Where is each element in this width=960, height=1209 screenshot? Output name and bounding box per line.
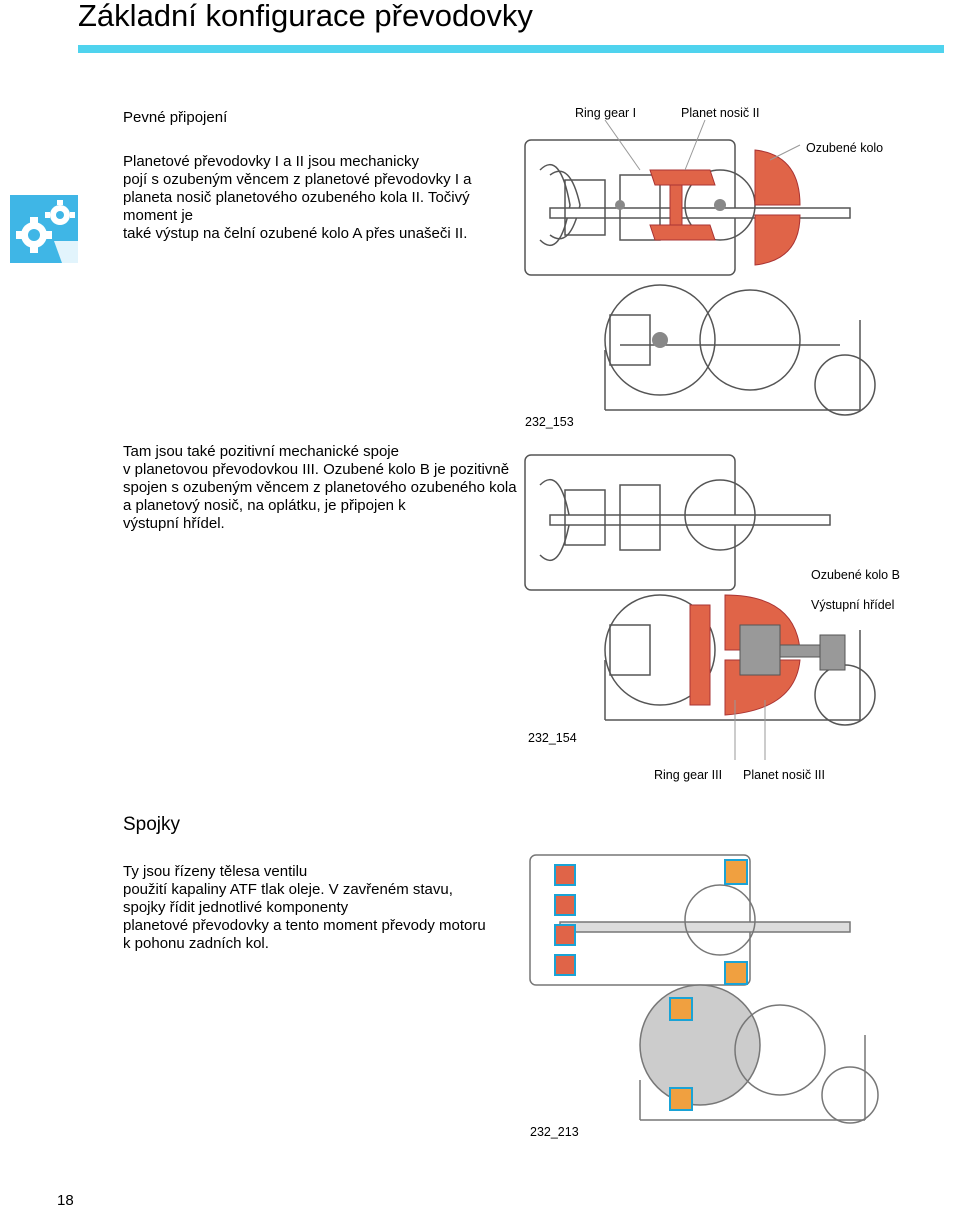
figure-label-output-shaft: Výstupní hřídel bbox=[811, 598, 895, 612]
gear-logo-icon bbox=[10, 195, 78, 263]
section1-paragraph: Planetové převodovky I a II jsou mechani… bbox=[123, 153, 543, 243]
paragraph-line: výstupní hřídel. bbox=[123, 515, 225, 532]
figure-code: 232_213 bbox=[530, 1125, 579, 1139]
gearbox-diagram-fig-232-213 bbox=[529, 854, 879, 1124]
figure-code: 232_154 bbox=[528, 731, 577, 745]
paragraph-line: planeta nosič planetového ozubeného kola… bbox=[123, 189, 470, 206]
title-underline-bar bbox=[78, 45, 944, 53]
paragraph-line: spojky řídit jednotlivé komponenty bbox=[123, 899, 349, 916]
paragraph-line: spojen s ozubeným věncem z planetového o… bbox=[123, 479, 517, 496]
section-heading-fixed-connection: Pevné připojení bbox=[123, 109, 228, 126]
figure-label-gear-wheel: Ozubené kolo bbox=[806, 141, 884, 155]
paragraph-line: Planetové převodovky I a II jsou mechani… bbox=[123, 153, 419, 170]
figure-code: 232_153 bbox=[525, 415, 574, 429]
section-heading-clutches: Spojky bbox=[123, 814, 181, 835]
figure-label-ring-gear-3: Ring gear III bbox=[654, 768, 723, 782]
paragraph-line: moment je bbox=[123, 207, 194, 224]
figure-label-planet-carrier-3: Planet nosič III bbox=[743, 768, 825, 782]
figure-label-gear-b: Ozubené kolo B bbox=[811, 568, 900, 582]
paragraph-line: planetové převodovky a tento moment přev… bbox=[123, 917, 486, 934]
paragraph-line: také výstup na čelní ozubené kolo A přes… bbox=[123, 225, 468, 242]
paragraph-line: použití kapaliny ATF tlak oleje. V zavře… bbox=[123, 881, 453, 898]
figure-label-ring-gear-1: Ring gear I bbox=[575, 106, 637, 120]
gearbox-diagram-fig-232-153 bbox=[524, 119, 876, 416]
paragraph-line: k pohonu zadních kol. bbox=[123, 935, 269, 952]
section2-paragraph: Tam jsou také pozitivní mechanické spoje… bbox=[123, 443, 543, 533]
paragraph-line: Ty jsou řízeny tělesa ventilu bbox=[123, 863, 308, 880]
paragraph-line: Tam jsou také pozitivní mechanické spoje bbox=[123, 443, 399, 460]
paragraph-line: v planetovou převodovkou III. Ozubené ko… bbox=[123, 461, 510, 478]
figure-label-planet-carrier-2: Planet nosič II bbox=[681, 106, 760, 120]
page-title: Základní konfigurace převodovky bbox=[78, 0, 533, 33]
paragraph-line: pojí s ozubeným věncem z planetové převo… bbox=[123, 171, 472, 188]
section3-paragraph: Ty jsou řízeny tělesa ventilu použití ka… bbox=[123, 863, 543, 953]
gearbox-diagram-fig-232-154 bbox=[524, 454, 876, 760]
page-number: 18 bbox=[57, 1192, 74, 1209]
paragraph-line: a planetový nosič, na oplátku, je připoj… bbox=[123, 497, 406, 514]
